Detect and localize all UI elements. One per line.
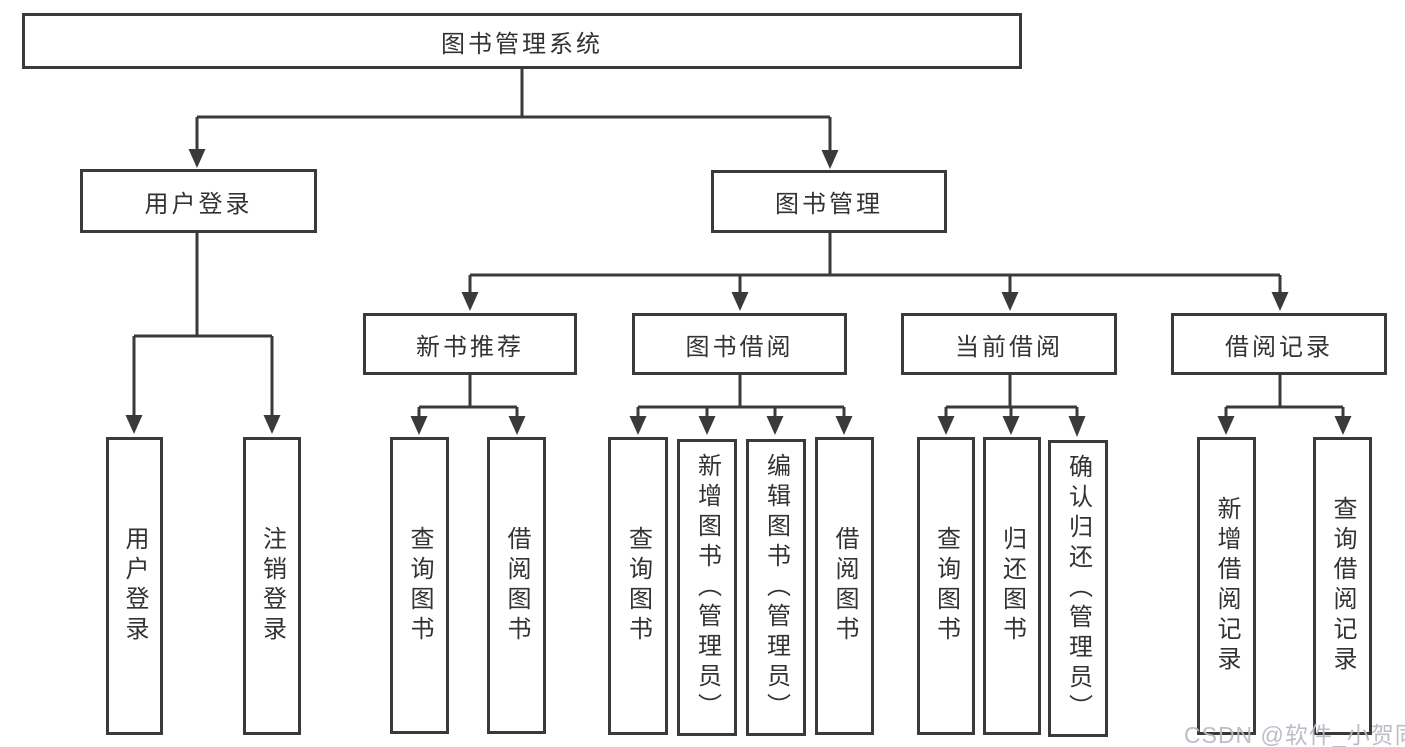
edge-bookborrow-to-leaves	[636, 375, 846, 418]
arrowheads	[125, 149, 1352, 437]
node-leaf-bb-edit-books: 编辑图书（管理员）	[746, 439, 806, 736]
node-current-borrow: 当前借阅	[901, 313, 1117, 375]
node-leaf-cb-confirm-return: 确认归还（管理员）	[1048, 440, 1108, 737]
arrow-down-icon	[1002, 416, 1020, 435]
node-new-book-recommend: 新书推荐	[363, 313, 577, 375]
node-leaf-bb-query-books: 查询图书	[608, 437, 668, 735]
node-borrow-records: 借阅记录	[1171, 313, 1387, 375]
node-book-borrow: 图书借阅	[632, 313, 847, 375]
node-leaf-user-login: 用户登录	[106, 437, 163, 735]
edge-root-to-level2	[195, 69, 832, 152]
arrow-down-icon	[263, 415, 281, 434]
arrow-down-icon	[1334, 416, 1352, 435]
node-leaf-bb-add-books: 新增图书（管理员）	[677, 439, 737, 736]
node-leaf-rec-query-books: 查询图书	[390, 437, 449, 734]
arrow-down-icon	[698, 416, 716, 435]
arrow-down-icon	[835, 416, 853, 435]
edge-newbookrec-to-leaves	[417, 375, 519, 418]
node-user-login: 用户登录	[80, 169, 317, 233]
node-leaf-br-query-record: 查询借阅记录	[1313, 437, 1372, 735]
node-leaf-cb-query-books: 查询图书	[917, 437, 975, 735]
csdn-watermark: CSDN @软件_小贺同学	[1184, 722, 1405, 747]
edge-bookmgmt-to-level3	[468, 233, 1282, 294]
edge-lines	[132, 69, 1345, 418]
node-leaf-logout: 注销登录	[243, 437, 301, 735]
edge-borrowrecords-to-leaves	[1224, 375, 1345, 418]
arrow-down-icon	[937, 416, 955, 435]
arrow-down-icon	[1068, 416, 1086, 437]
node-book-management: 图书管理	[711, 170, 947, 233]
arrow-down-icon	[1271, 292, 1289, 311]
arrow-down-icon	[410, 416, 428, 435]
node-root: 图书管理系统	[22, 13, 1022, 69]
node-leaf-br-add-record: 新增借阅记录	[1197, 437, 1256, 735]
arrow-down-icon	[731, 292, 749, 311]
edge-currentborrow-to-leaves	[944, 375, 1079, 418]
arrow-down-icon	[629, 416, 647, 435]
arrow-down-icon	[821, 150, 839, 169]
arrow-down-icon	[1001, 292, 1019, 311]
node-leaf-rec-borrow-books: 借阅图书	[487, 437, 546, 734]
arrow-down-icon	[1217, 416, 1235, 435]
node-leaf-bb-borrow-books: 借阅图书	[815, 437, 874, 735]
edge-userlogin-to-leaves	[132, 232, 274, 417]
arrow-down-icon	[461, 292, 479, 311]
node-leaf-cb-return-books: 归还图书	[983, 437, 1041, 735]
arrow-down-icon	[766, 416, 784, 435]
arrow-down-icon	[125, 415, 143, 434]
arrow-down-icon	[188, 149, 206, 168]
arrow-down-icon	[508, 416, 526, 435]
